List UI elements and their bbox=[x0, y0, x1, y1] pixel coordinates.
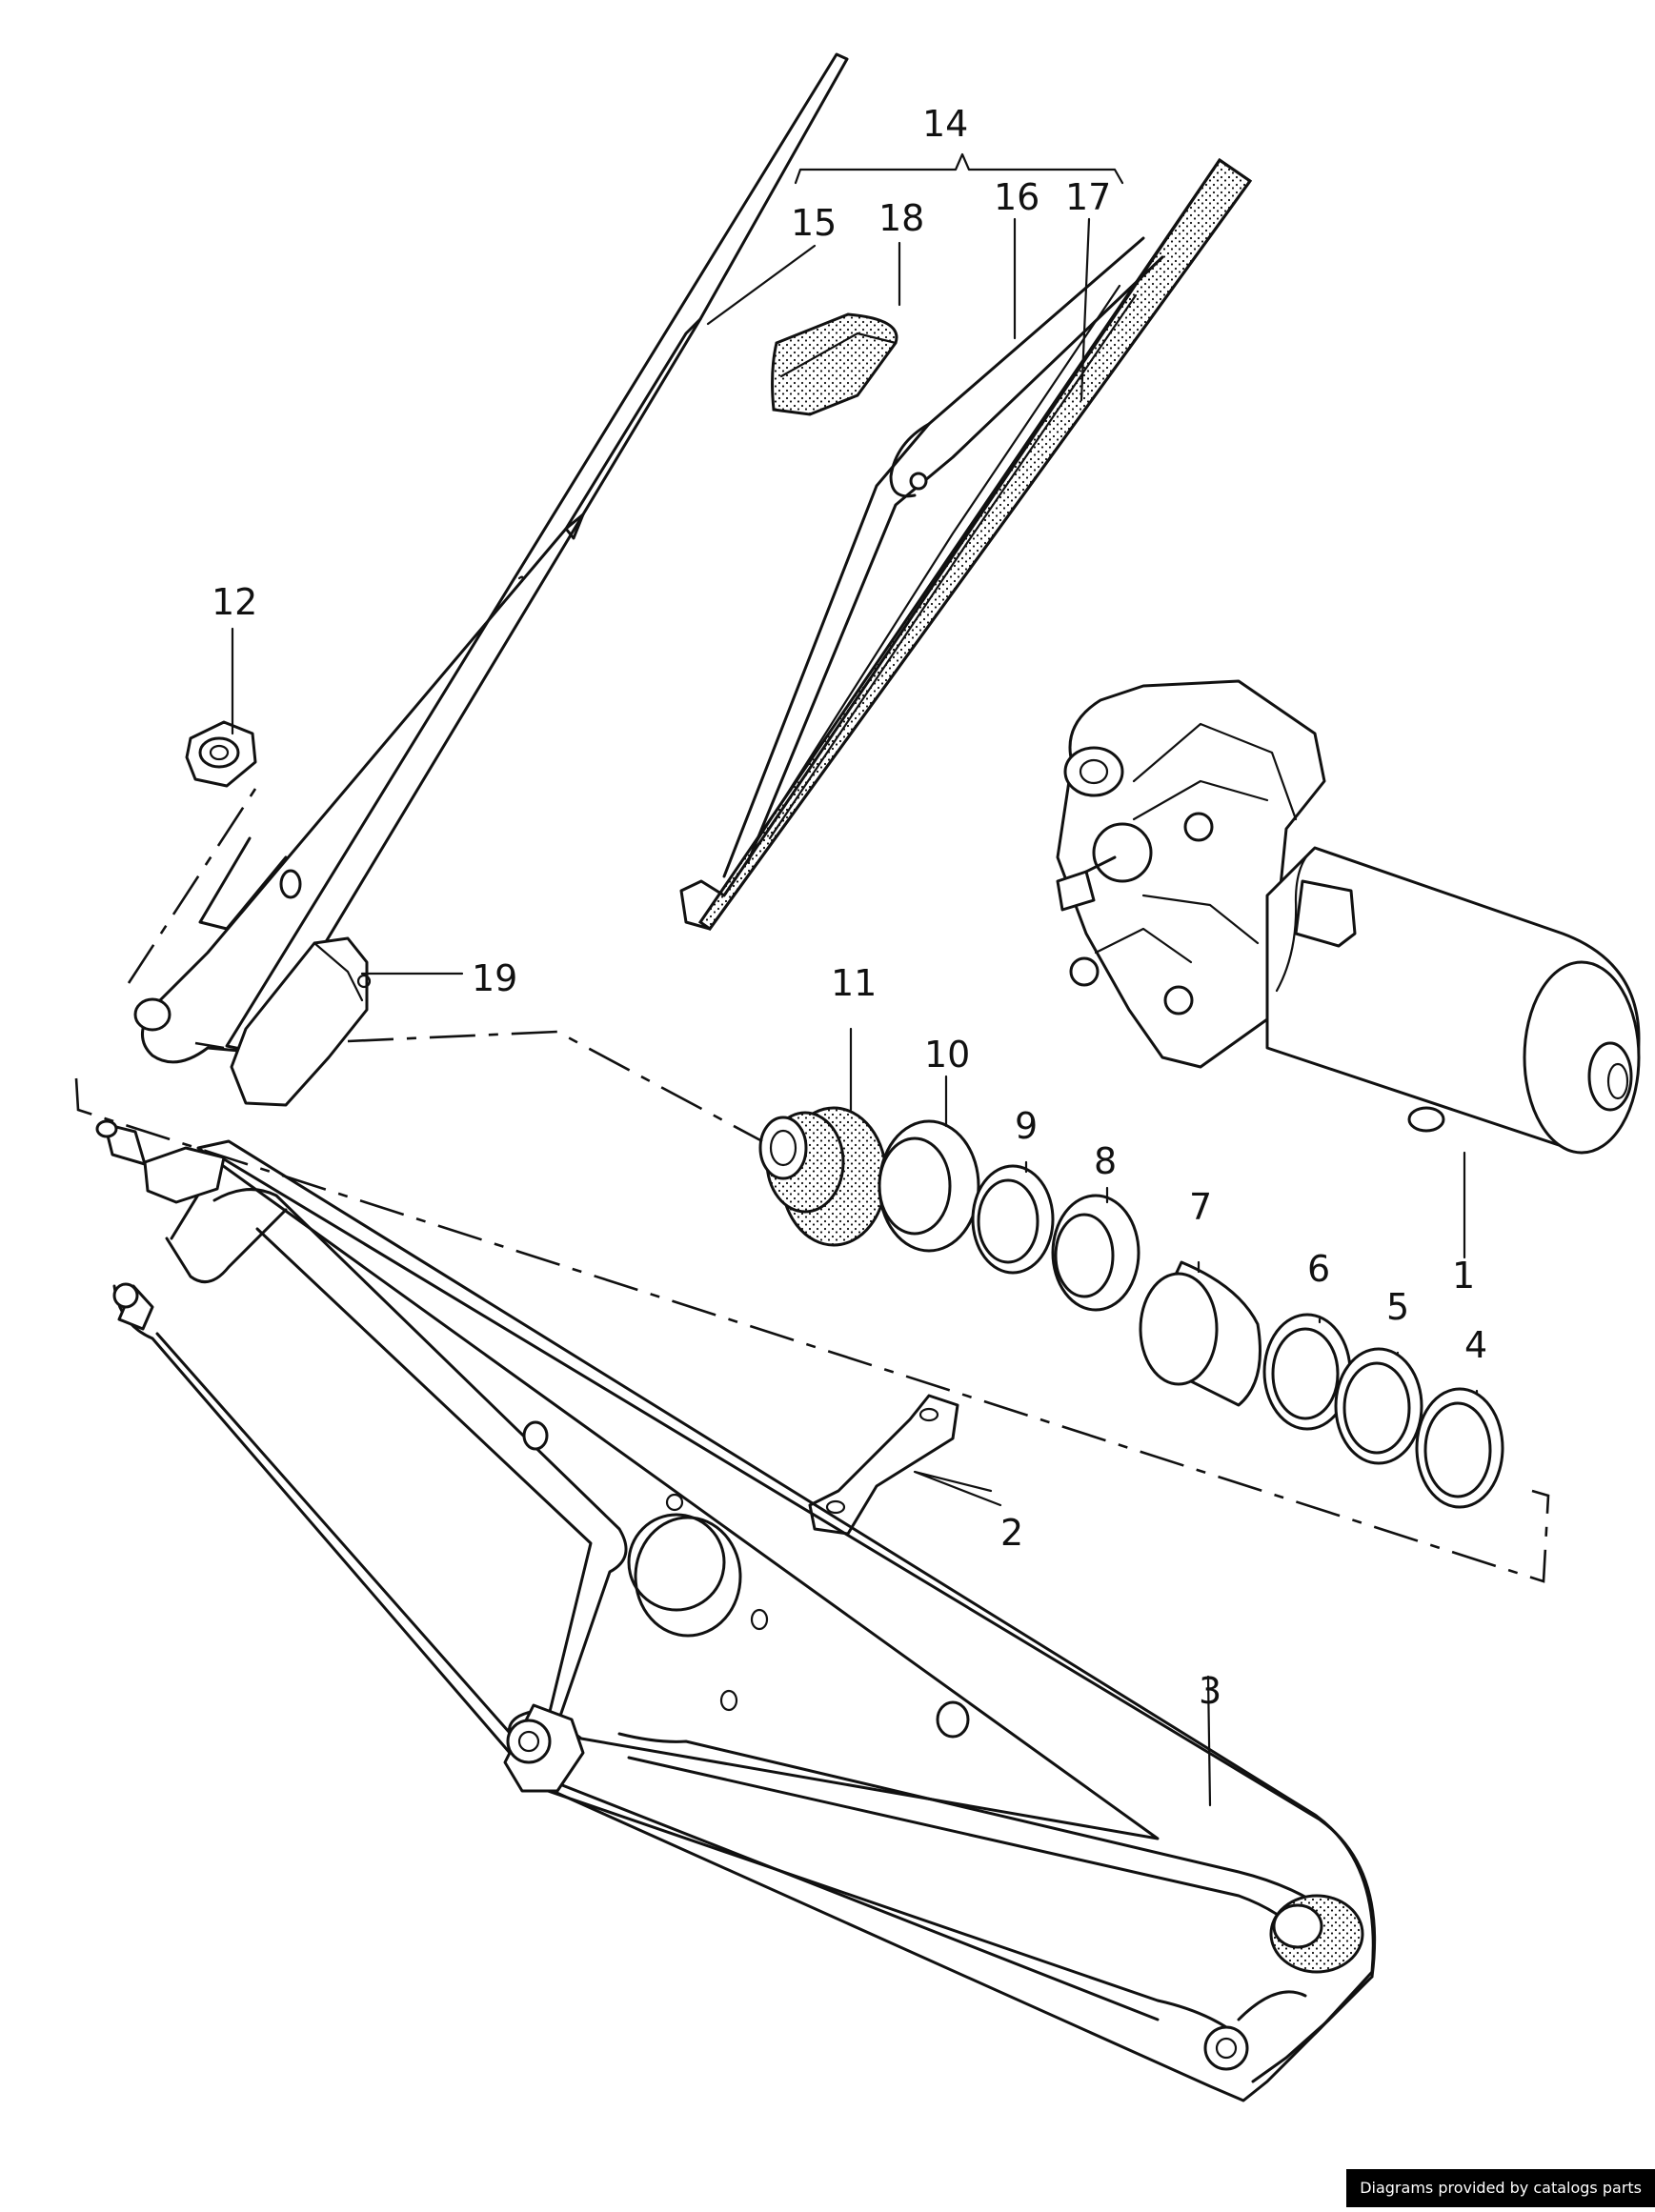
callout-6: 6 bbox=[1307, 1248, 1330, 1290]
callout-3: 3 bbox=[1199, 1670, 1221, 1712]
wiper-motor bbox=[1056, 679, 1641, 1155]
callout-11: 11 bbox=[831, 962, 877, 1004]
credit-footer: Diagrams provided by catalogs parts bbox=[1346, 2169, 1655, 2207]
washer-5 bbox=[1334, 1347, 1423, 1465]
leader-lines bbox=[231, 152, 1479, 1807]
nut bbox=[185, 720, 257, 788]
washer-4 bbox=[1415, 1387, 1504, 1509]
callout-18: 18 bbox=[878, 197, 924, 239]
callout-1: 1 bbox=[1452, 1255, 1475, 1297]
callout-14: 14 bbox=[922, 103, 968, 145]
seal-ring-9 bbox=[971, 1164, 1055, 1275]
bracket bbox=[808, 1394, 959, 1536]
bushing-sleeve bbox=[1139, 1260, 1261, 1407]
callout-16: 16 bbox=[994, 176, 1039, 218]
bush bbox=[758, 1106, 888, 1247]
callout-17: 17 bbox=[1065, 176, 1111, 218]
callout-7: 7 bbox=[1189, 1186, 1212, 1228]
seal-ring-8 bbox=[1051, 1194, 1140, 1312]
wiper-linkage-frame bbox=[95, 1119, 1377, 2102]
wiper-blade bbox=[679, 157, 1253, 932]
callout-12: 12 bbox=[212, 581, 257, 623]
callout-8: 8 bbox=[1094, 1140, 1117, 1182]
bearing-ring bbox=[878, 1119, 980, 1253]
callout-15: 15 bbox=[791, 202, 837, 244]
callout-10: 10 bbox=[924, 1034, 970, 1076]
callout-4: 4 bbox=[1464, 1324, 1487, 1366]
cap bbox=[230, 936, 372, 1107]
callout-labels: 1 2 3 4 5 6 7 8 9 10 11 12 14 15 16 17 1… bbox=[212, 103, 1487, 1712]
wiper-arm bbox=[133, 52, 849, 1064]
rubber-insert bbox=[771, 312, 898, 416]
callout-9: 9 bbox=[1015, 1105, 1038, 1147]
callout-19: 19 bbox=[472, 957, 517, 999]
callout-5: 5 bbox=[1386, 1286, 1409, 1328]
callout-2: 2 bbox=[1000, 1512, 1023, 1554]
center-lines bbox=[74, 788, 1550, 1583]
